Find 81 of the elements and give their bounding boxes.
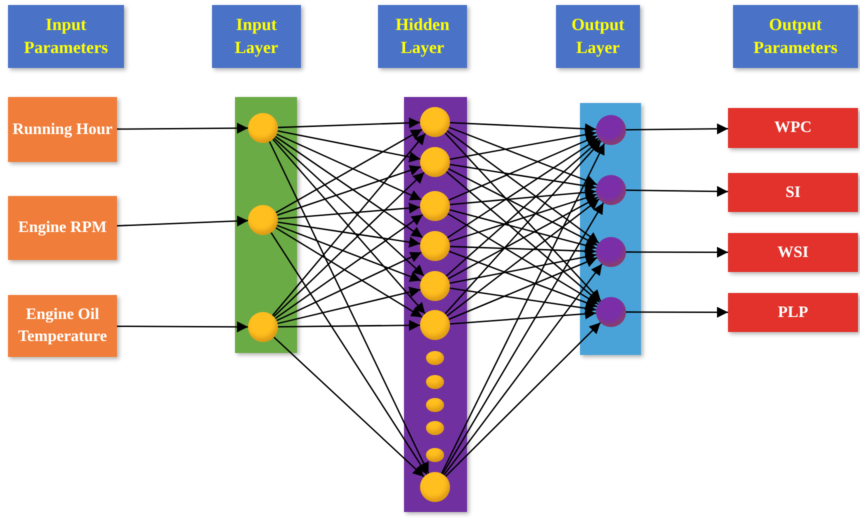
arrow: [116, 216, 248, 227]
arrow: [117, 122, 248, 134]
ellipsis-dot: [426, 398, 444, 412]
arrow: [274, 138, 424, 276]
arrow: [449, 192, 597, 242]
input-box: Engine Oil Temperature: [8, 295, 117, 357]
header-box: Hidden Layer: [378, 5, 467, 68]
arrow: [276, 252, 422, 322]
arrow: [448, 168, 598, 246]
header-box: Output Parameters: [733, 5, 858, 68]
arrow: [276, 128, 422, 214]
neuron-circle: [420, 107, 450, 137]
neuron-circle: [248, 205, 278, 235]
arrow: [276, 224, 422, 282]
arrow: [450, 308, 596, 325]
neuron-circle: [596, 175, 626, 205]
arrow: [448, 250, 598, 308]
arrow: [273, 172, 425, 318]
neuron-circle: [248, 312, 278, 342]
header-box: Input Parameters: [8, 5, 124, 68]
header-box: Output Layer: [556, 5, 640, 68]
ellipsis-dot: [426, 351, 444, 365]
arrow: [117, 321, 248, 332]
arrow: [448, 256, 598, 320]
arrow: [276, 165, 422, 216]
arrow: [626, 123, 728, 134]
ellipsis-dot: [426, 421, 444, 435]
header-box: Input Layer: [212, 5, 301, 68]
arrow: [448, 196, 598, 280]
arrow: [270, 232, 428, 475]
arrow: [450, 164, 596, 192]
neuron-circle: [420, 191, 450, 221]
neuron-circle: [420, 310, 450, 340]
arrow: [278, 202, 420, 220]
arrow: [278, 130, 420, 162]
arrow: [626, 186, 728, 197]
arrow: [446, 139, 600, 277]
arrow: [446, 171, 600, 303]
arrow: [626, 246, 728, 258]
arrow: [275, 136, 423, 238]
layer-band: [235, 97, 297, 353]
arrow: [448, 135, 598, 201]
arrow: [274, 336, 424, 478]
arrow: [278, 222, 420, 248]
arrow: [450, 186, 596, 206]
neuron-circle: [420, 472, 450, 502]
output-box: WSI: [728, 233, 858, 272]
arrow: [447, 213, 599, 305]
neuron-circle: [596, 297, 626, 327]
arrow: [276, 134, 422, 200]
output-box: SI: [728, 173, 858, 212]
arrow: [443, 264, 603, 476]
neuron-circle: [596, 115, 626, 145]
arrow: [278, 117, 420, 128]
arrow: [450, 252, 596, 284]
arrow: [450, 129, 596, 160]
ellipsis-dot: [426, 375, 444, 389]
layer-band: [404, 97, 467, 512]
arrow: [268, 141, 430, 474]
neuron-circle: [420, 231, 450, 261]
neuron-circle: [248, 113, 278, 143]
input-box: Engine RPM: [8, 196, 117, 260]
arrow: [440, 143, 606, 474]
arrow: [448, 126, 598, 186]
arrow: [450, 288, 596, 314]
arrow: [450, 246, 596, 257]
neuron-circle: [596, 237, 626, 267]
arrow: [449, 209, 597, 251]
neuron-circle: [420, 271, 450, 301]
arrow: [277, 286, 421, 324]
input-box: Running Hour: [8, 97, 117, 162]
arrow: [450, 122, 596, 134]
arrow: [445, 322, 601, 477]
ellipsis-dot: [426, 448, 444, 462]
arrow: [442, 202, 604, 474]
output-box: PLP: [728, 293, 858, 332]
arrow: [626, 306, 728, 318]
arrow: [278, 320, 420, 331]
output-box: WPC: [728, 108, 858, 148]
arrow: [446, 198, 600, 316]
neuron-circle: [420, 147, 450, 177]
